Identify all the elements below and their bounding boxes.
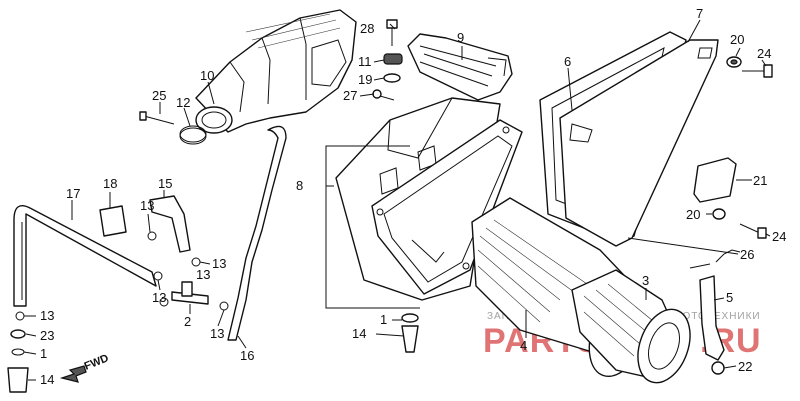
leader-20-top — [735, 47, 741, 57]
callout-28: 28 — [360, 21, 374, 36]
callout-3: 3 — [642, 273, 649, 288]
callout-17: 17 — [66, 186, 80, 201]
callout-10: 10 — [200, 68, 214, 83]
callout-25: 25 — [152, 88, 166, 103]
callout-4: 4 — [520, 338, 527, 353]
leader-6 — [567, 67, 573, 111]
clamp-part-13-d — [219, 301, 229, 311]
leader-23 — [25, 333, 37, 337]
callout-14-center: 14 — [352, 326, 366, 341]
callout-23: 23 — [40, 328, 54, 343]
callout-2: 2 — [184, 314, 191, 329]
grommet-part-20-bottom — [712, 208, 726, 220]
leader-1-left — [23, 351, 37, 355]
grommet-part-11 — [383, 53, 403, 65]
forward-arrow-icon — [59, 365, 87, 383]
leader-24-bottom — [765, 233, 771, 237]
callout-27: 27 — [343, 88, 357, 103]
callout-13-d: 13 — [210, 326, 224, 341]
leader-24-top — [761, 59, 767, 67]
clamp-part-13-e — [159, 297, 169, 307]
clamp-part-13-a — [147, 231, 157, 241]
leader-13-a — [147, 213, 151, 233]
callout-8-bracket — [325, 145, 420, 309]
screw-part-27 — [372, 89, 395, 101]
long-hose-part-16 — [227, 125, 287, 341]
callout-13-f: 13 — [40, 308, 54, 323]
callout-12: 12 — [176, 95, 190, 110]
leader-12 — [183, 107, 191, 127]
callout-7: 7 — [696, 6, 703, 21]
hose-clip-part-18 — [99, 205, 127, 237]
leader-16 — [237, 335, 247, 349]
callout-19: 19 — [358, 72, 372, 87]
callout-13-c: 13 — [152, 290, 166, 305]
snorkel-part-9 — [407, 33, 513, 101]
callout-16: 16 — [240, 348, 254, 363]
short-hose-part-15 — [149, 195, 191, 253]
side-cover-part — [559, 39, 719, 247]
callout-20-top: 20 — [730, 32, 744, 47]
callout-24-top: 24 — [757, 46, 771, 61]
spring-part-26 — [715, 249, 741, 263]
o-ring-part-1-left — [11, 348, 25, 356]
drain-cap-part-14-left — [7, 367, 29, 393]
callout-26: 26 — [740, 247, 754, 262]
collar-part-19 — [383, 73, 401, 83]
emblem-part-21 — [693, 157, 737, 203]
callout-13-a: 13 — [140, 198, 154, 213]
bolt-part-24-bottom — [739, 223, 767, 239]
callout-22: 22 — [738, 359, 752, 374]
forward-label: FWD — [83, 352, 111, 373]
leader-13-b — [199, 261, 211, 265]
callout-13-e: 13 — [196, 267, 210, 282]
callout-9: 9 — [457, 30, 464, 45]
callout-5: 5 — [726, 290, 733, 305]
leader-13-c — [157, 279, 161, 291]
leader-26 — [627, 237, 739, 255]
plug-part-23 — [10, 329, 26, 339]
callout-6: 6 — [564, 54, 571, 69]
t-joint-part-2 — [171, 281, 209, 305]
drain-plug-part-center — [401, 313, 419, 353]
callout-1-center: 1 — [380, 312, 387, 327]
bolt-part-28 — [386, 19, 398, 46]
screw-part-25 — [139, 111, 175, 125]
leader-13-d — [217, 309, 225, 327]
leader-19 — [373, 77, 385, 81]
callout-21: 21 — [753, 173, 767, 188]
callout-14-left: 14 — [40, 372, 54, 387]
clamp-part-12 — [179, 125, 207, 145]
callout-20-bottom: 20 — [686, 207, 700, 222]
callout-24-bottom: 24 — [772, 229, 786, 244]
filter-screen-part — [571, 269, 691, 384]
grommet-part-20-top — [726, 56, 742, 68]
callout-15: 15 — [158, 176, 172, 191]
breather-hose-part-17 — [13, 205, 157, 307]
bracket-part-5 — [689, 263, 725, 361]
bolt-part-24-top — [742, 64, 773, 78]
leader-28 — [389, 23, 396, 30]
callout-13-b: 13 — [212, 256, 226, 271]
leader-5 — [713, 297, 725, 301]
leader-11 — [373, 59, 385, 63]
leader-22 — [723, 365, 737, 369]
leader-10 — [207, 81, 215, 105]
clamp-part-13-f — [15, 311, 25, 321]
leader-14-center — [375, 333, 405, 337]
intake-duct-part — [195, 9, 357, 134]
callout-11: 11 — [358, 54, 372, 69]
air-cleaner-case-part — [335, 97, 523, 301]
callout-18: 18 — [103, 176, 117, 191]
nut-part-22 — [711, 361, 725, 375]
leader-7 — [687, 19, 701, 43]
leader-27 — [359, 93, 375, 97]
callout-8: 8 — [296, 178, 303, 193]
clamp-part-13-b — [191, 257, 201, 267]
callout-1-left: 1 — [40, 346, 47, 361]
clamp-part-13-c — [153, 271, 163, 281]
